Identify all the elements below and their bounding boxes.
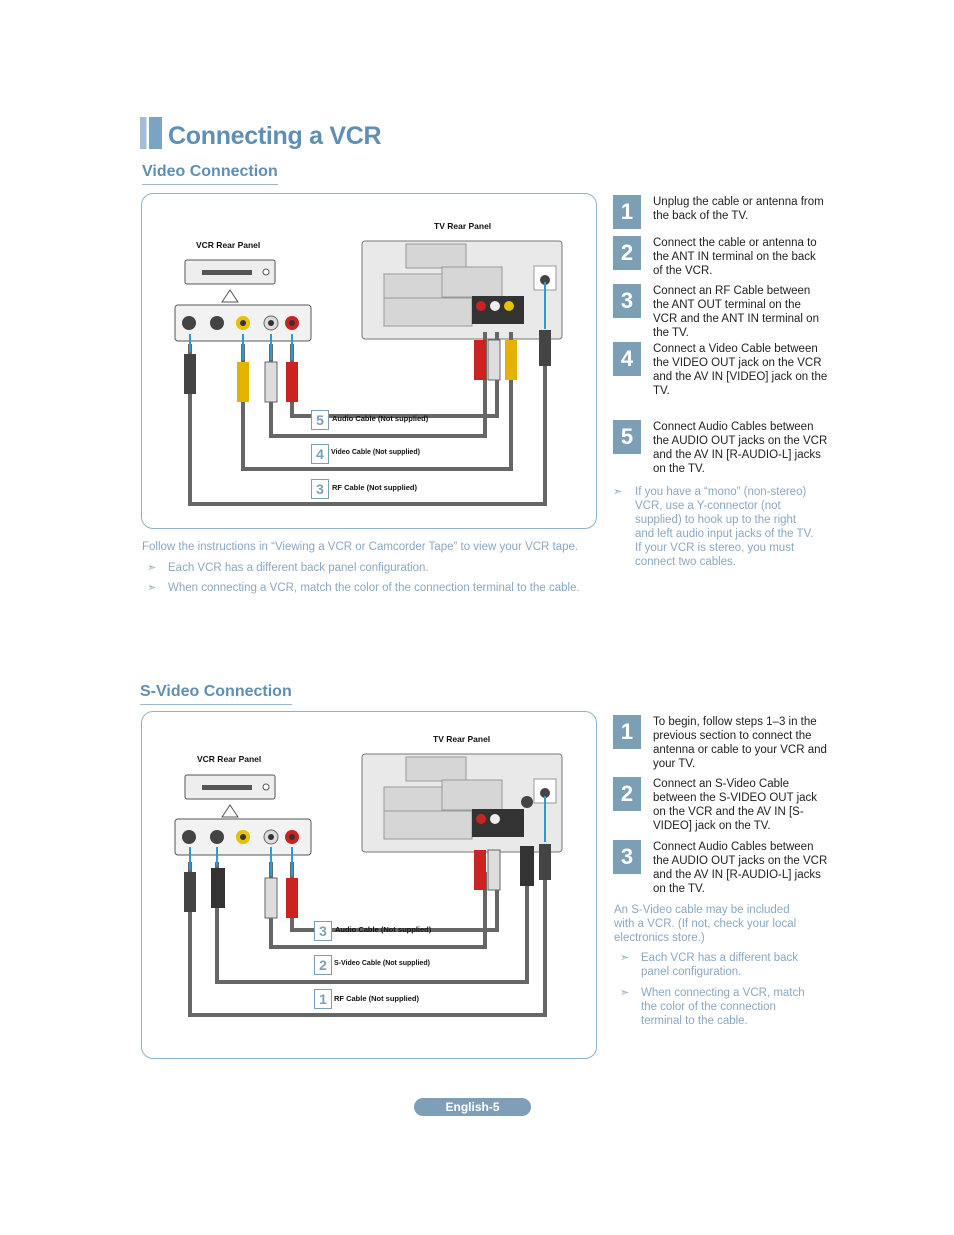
step-text: Unplug the cable or antenna from the bac… — [653, 196, 824, 222]
step-number: 3 — [613, 284, 641, 318]
step-text: Connect Audio Cables between the AUDIO O… — [653, 421, 828, 475]
cable-label: Audio Cable (Not supplied) — [335, 925, 432, 934]
cable-label: Video Cable (Not supplied) — [331, 449, 420, 456]
step-number: 4 — [613, 342, 641, 376]
bullet-note: Each VCR has a different back panel conf… — [168, 562, 429, 574]
tv-panel-label: TV Rear Panel — [433, 734, 491, 744]
step-number: 2 — [613, 777, 641, 811]
svideo-cable-note: An S-Video cable may be included with a … — [614, 904, 797, 944]
cable-label: S-Video Cable (Not supplied) — [334, 960, 430, 967]
step-number: 3 — [613, 840, 641, 874]
vcr-panel-label: VCR Rear Panel — [196, 240, 261, 250]
cable-number: 2 — [314, 955, 332, 975]
cable-number: 4 — [311, 444, 329, 464]
vcr-panel-label: VCR Rear Panel — [197, 754, 262, 764]
page-title: Connecting a VCR — [168, 122, 382, 150]
section-heading-video: Video Connection — [142, 163, 278, 185]
step-text: Connect an S-Video Cable between the S-V… — [653, 778, 818, 832]
cable-label: RF Cable (Not supplied) — [334, 994, 419, 1003]
bullet-note: When connecting a VCR, match the color o… — [168, 582, 580, 594]
cable-number: 5 — [311, 410, 329, 430]
note-arrow-icon: ➣ — [620, 987, 630, 999]
tv-panel-label: TV Rear Panel — [434, 221, 492, 231]
note-arrow-icon: ➣ — [147, 582, 157, 594]
step-number: 1 — [613, 195, 641, 229]
step-number: 1 — [613, 715, 641, 749]
svideo-connection-illustration — [174, 753, 563, 1017]
cable-number: 3 — [311, 479, 329, 499]
bullet-note: When connecting a VCR, match the color o… — [641, 987, 805, 1027]
video-connection-illustration — [174, 240, 563, 506]
section-heading-svideo: S-Video Connection — [140, 683, 292, 705]
mono-vcr-note: If you have a “mono” (non-stereo) VCR, u… — [635, 486, 814, 568]
step-number: 5 — [613, 420, 641, 454]
step-text: To begin, follow steps 1–3 in the previo… — [653, 716, 827, 770]
step-text: Connect a Video Cable between the VIDEO … — [653, 343, 828, 397]
note-arrow-icon: ➣ — [147, 562, 157, 574]
title-decoration — [140, 117, 162, 149]
svideo-connection-diagram: TV Rear Panel VCR Rear Panel — [141, 711, 597, 1059]
step-number: 2 — [613, 236, 641, 270]
cable-number: 1 — [314, 989, 332, 1009]
step-text: Connect an RF Cable between the ANT OUT … — [653, 285, 819, 339]
video-connection-diagram: TV Rear Panel VCR Rear Panel — [141, 193, 597, 529]
cable-label: RF Cable (Not supplied) — [332, 483, 417, 492]
bullet-note: Each VCR has a different back panel conf… — [641, 952, 799, 978]
step-text: Connect Audio Cables between the AUDIO O… — [653, 841, 828, 895]
page-number-badge: English-5 — [414, 1098, 531, 1116]
step-text: Connect the cable or antenna to the ANT … — [653, 237, 817, 277]
note-arrow-icon: ➣ — [613, 486, 623, 498]
cable-label: Audio Cable (Not supplied) — [332, 414, 429, 423]
note-arrow-icon: ➣ — [620, 952, 630, 964]
cable-number: 3 — [314, 921, 332, 941]
instructions-text: Follow the instructions in “Viewing a VC… — [142, 541, 579, 553]
